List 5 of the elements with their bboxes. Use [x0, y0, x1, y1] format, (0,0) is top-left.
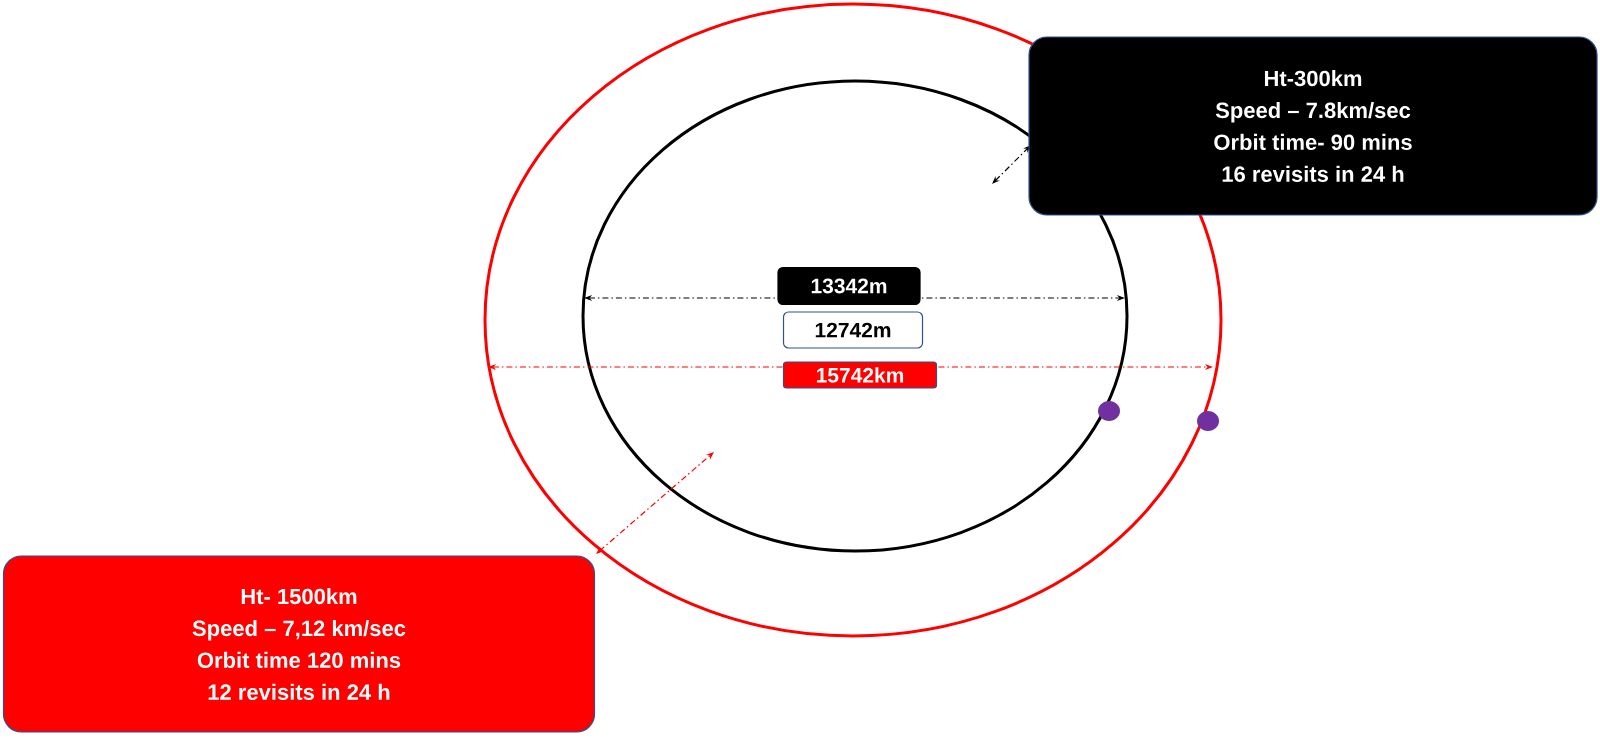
info-box: Ht- 1500km Speed – 7,12 km/sec Orbit time 120 mins 12 revisits in 24 h: [2, 555, 596, 733]
value-label: 12742m: [782, 311, 924, 349]
value-label: 13342m: [777, 266, 921, 306]
value-label: 15742km: [782, 361, 938, 389]
info-box: Ht-300km Speed – 7.8km/sec Orbit time- 90 mins 16 revisits in 24 h: [1028, 36, 1598, 216]
